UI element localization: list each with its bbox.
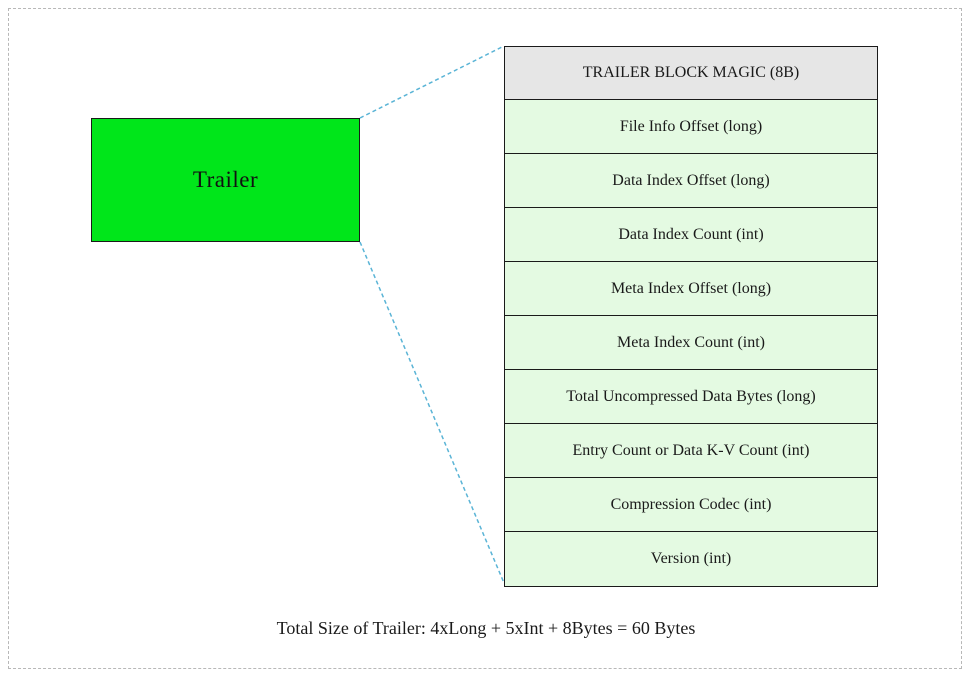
field-entry-count: Entry Count or Data K-V Count (int)	[505, 424, 877, 478]
connector-top	[359, 45, 505, 119]
field-version: Version (int)	[505, 532, 877, 586]
diagram-frame	[8, 8, 962, 669]
field-compression-codec: Compression Codec (int)	[505, 478, 877, 532]
field-meta-index-count: Meta Index Count (int)	[505, 316, 877, 370]
field-data-index-offset: Data Index Offset (long)	[505, 154, 877, 208]
trailer-box: Trailer	[91, 118, 360, 242]
trailer-label: Trailer	[192, 167, 259, 192]
field-file-info-offset: File Info Offset (long)	[505, 100, 877, 154]
field-data-index-count: Data Index Count (int)	[505, 208, 877, 262]
trailer-size-caption: Total Size of Trailer: 4xLong + 5xInt + …	[276, 618, 696, 638]
connector-bottom	[359, 241, 505, 584]
field-total-uncompressed-data-bytes: Total Uncompressed Data Bytes (long)	[505, 370, 877, 424]
field-meta-index-offset: Meta Index Offset (long)	[505, 262, 877, 316]
trailer-block-stack: TRAILER BLOCK MAGIC (8B) File Info Offse…	[504, 46, 878, 587]
trailer-block-magic-header: TRAILER BLOCK MAGIC (8B)	[505, 47, 877, 100]
